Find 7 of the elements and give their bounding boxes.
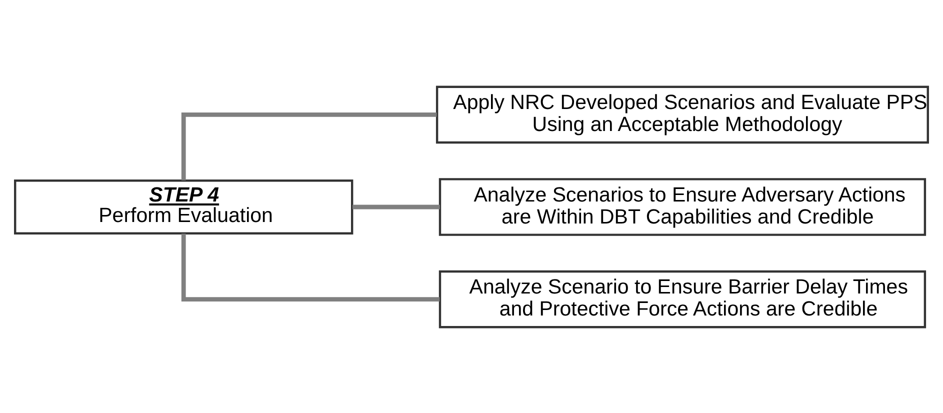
connector xyxy=(181,233,440,301)
node-box: Analyze Scenario to Ensure Barrier Delay Times and Protective Force Actions are Credible xyxy=(438,270,926,328)
connector xyxy=(181,112,437,180)
node-box: STEP 4 Perform Evaluation xyxy=(14,179,354,234)
connector xyxy=(352,204,440,209)
node-box: Apply NRC Developed Scenarios and Evaluate PPS Using an Acceptable Methodology xyxy=(436,85,929,144)
node-box: Analyze Scenarios to Ensure Adversary Actions are Within DBT Capabilities and Credible xyxy=(438,178,926,236)
